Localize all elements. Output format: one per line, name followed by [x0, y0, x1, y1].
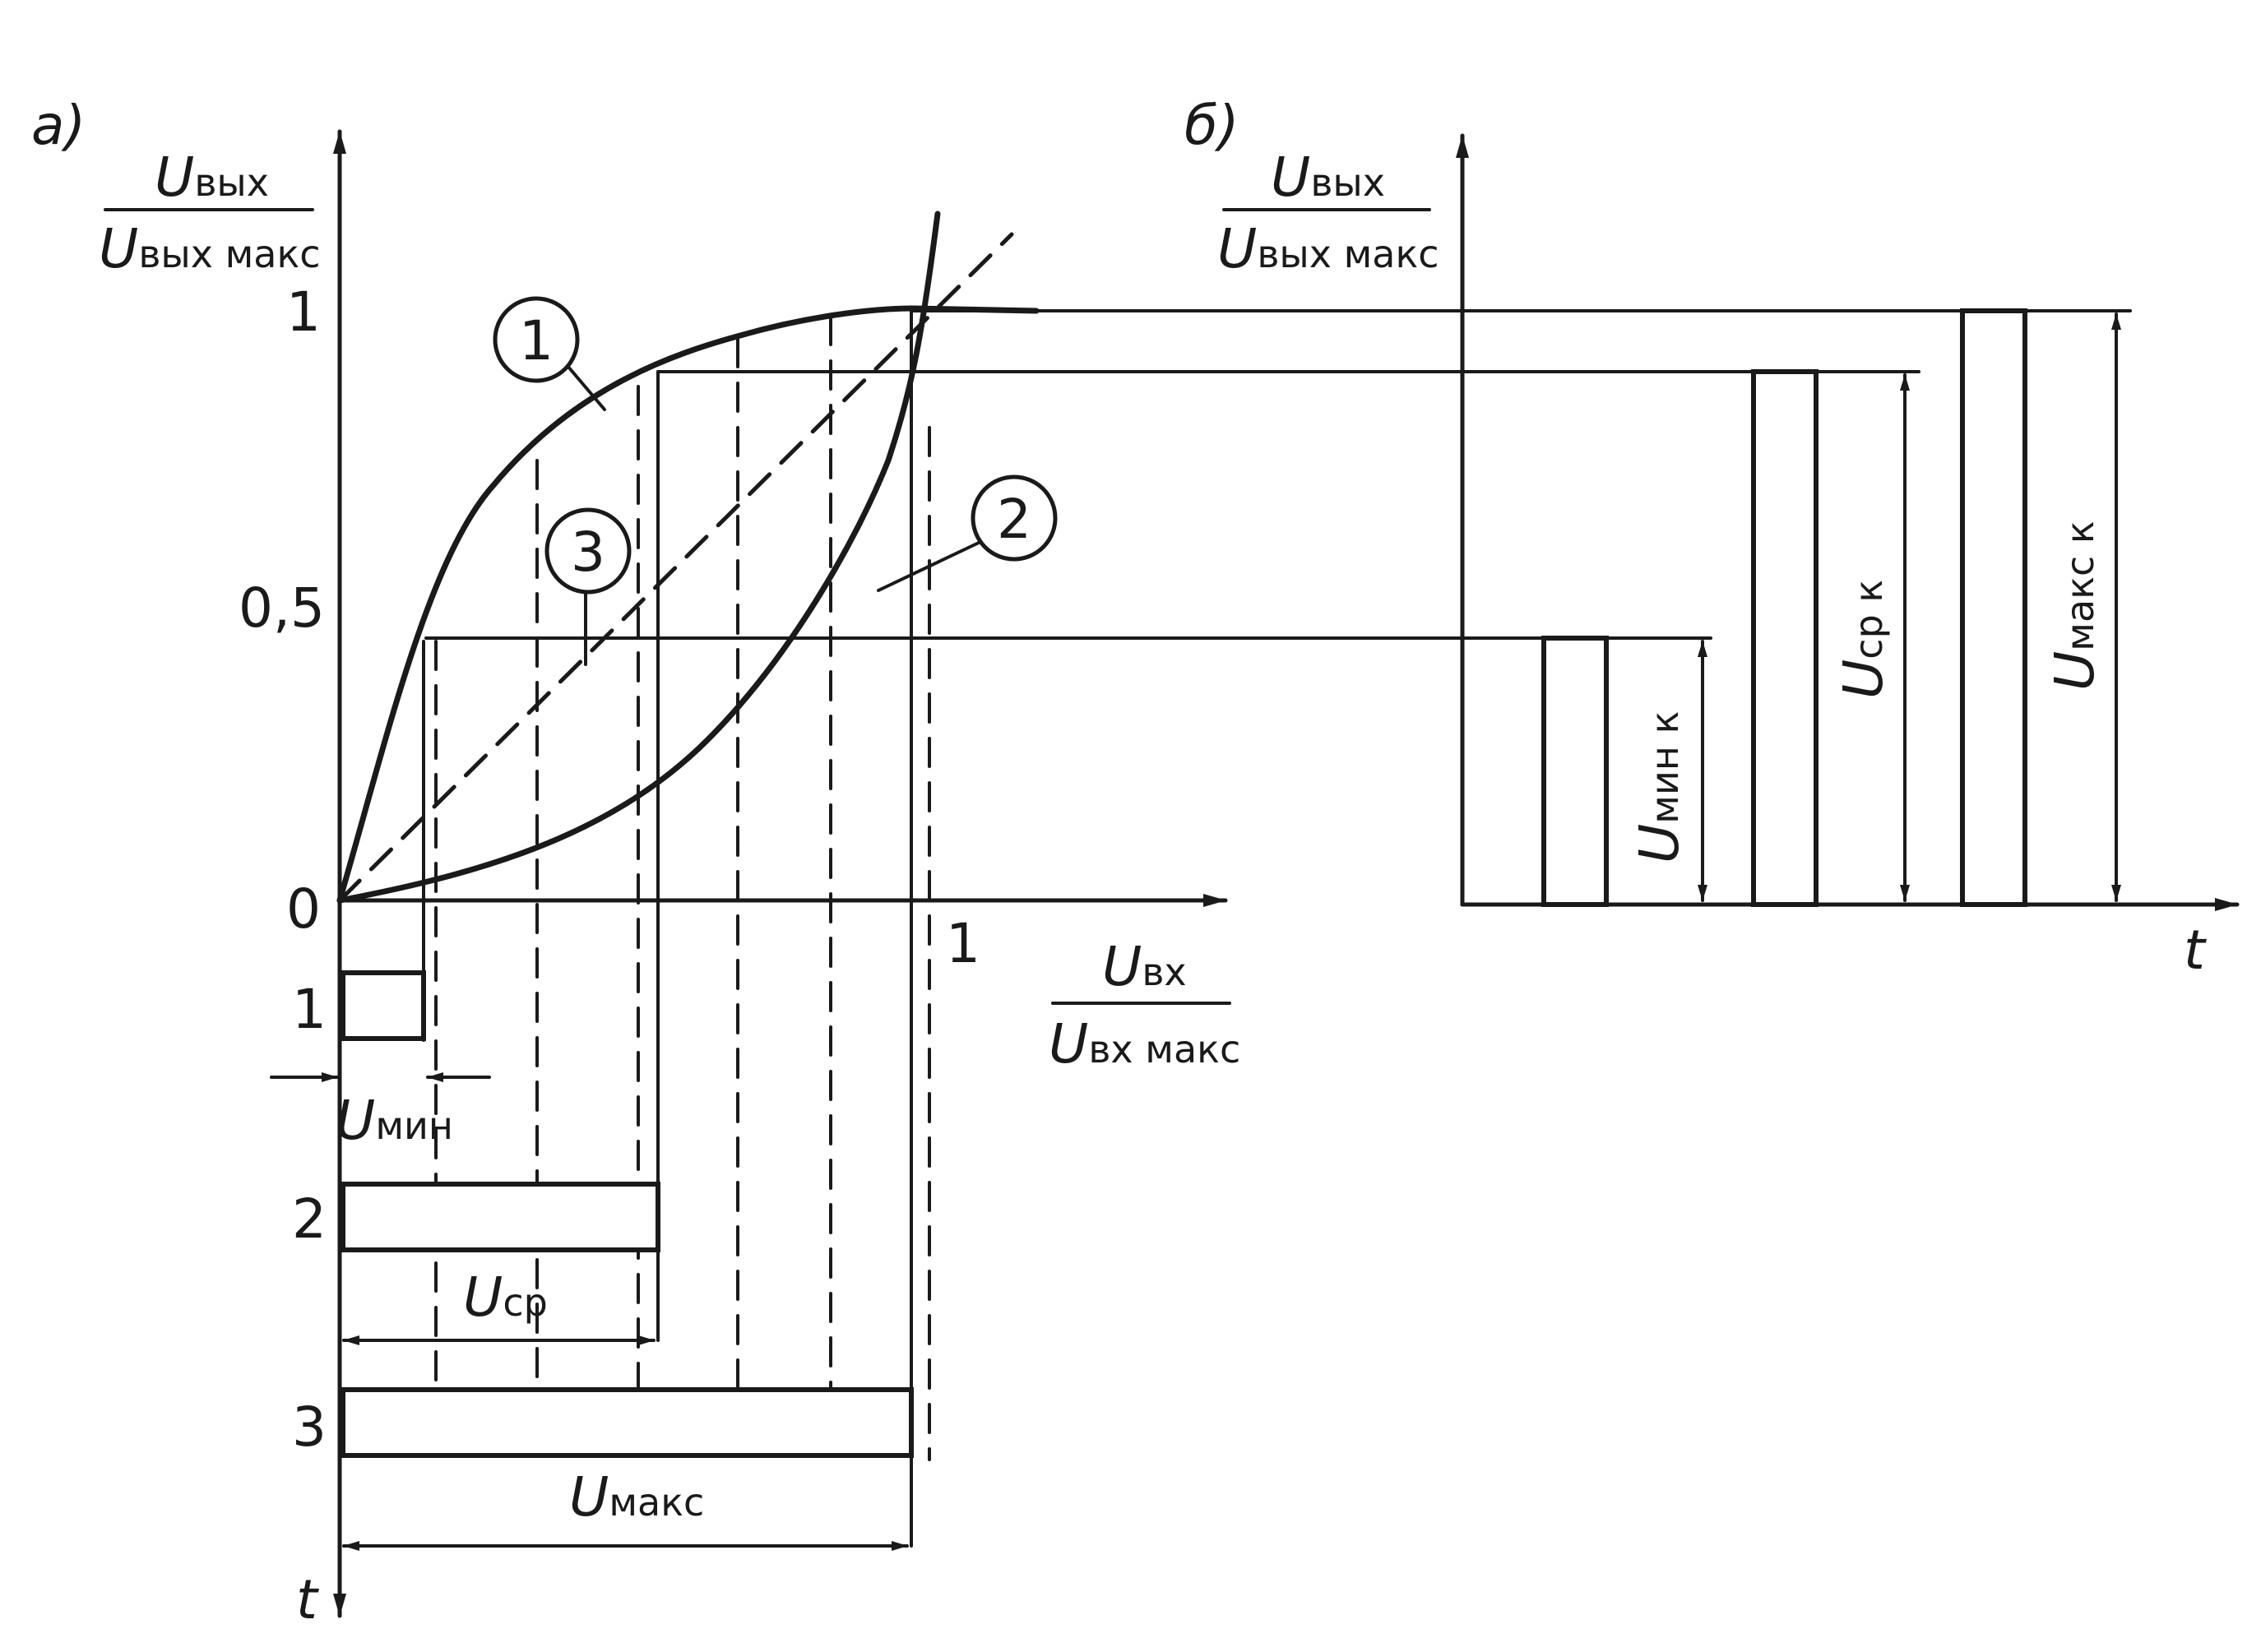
x-axis-den-symbol: U	[1049, 1012, 1088, 1076]
panel-b-label: б)	[1184, 94, 1239, 157]
umin-k-label: Uмин к	[1628, 711, 1691, 863]
curve-2	[336, 211, 941, 904]
svg-text:Uвых макс: Uвых макс	[1217, 217, 1439, 280]
curve-3-label: 3	[571, 521, 605, 584]
b-time-axis-label: t	[2184, 919, 2207, 982]
output-pulse-max	[1960, 308, 2027, 907]
usr-k-label: Uср к	[1832, 580, 1895, 699]
curve-3-linear	[337, 232, 1014, 903]
curve-1-callout: 1	[493, 296, 606, 411]
y-tick-1: 1	[286, 280, 321, 344]
time-axis-label: t	[296, 1568, 319, 1631]
curve-3-callout: 3	[544, 507, 632, 666]
curve-2-label: 2	[997, 488, 1031, 551]
curve-1	[336, 305, 1040, 904]
svg-text:Uвых: Uвых	[155, 146, 269, 209]
x-axis-den-sub: вх макс	[1088, 1027, 1240, 1071]
umin-label: Uмин	[336, 1089, 453, 1152]
panel-a-label: a)	[31, 94, 86, 157]
pulse-1-number: 1	[292, 978, 327, 1041]
curve-1-label: 1	[519, 309, 554, 373]
svg-text:Uвых макс: Uвых макс	[99, 217, 321, 280]
output-pulse-min	[1541, 636, 1609, 907]
input-pulse-1	[341, 970, 426, 1041]
curve-2-callout: 2	[877, 474, 1058, 592]
input-pulse-3	[341, 1387, 914, 1458]
panel-a: a) t Uвых Uвых макс Uвх Uвх макс	[31, 94, 2132, 1631]
usr-label: Uср	[463, 1266, 548, 1329]
input-pulse-2	[341, 1182, 660, 1252]
svg-text:Uвх: Uвх	[1102, 935, 1187, 998]
y-tick-0-5: 0,5	[239, 576, 325, 640]
output-pulse-mid	[1751, 369, 1819, 907]
y-axis-num-sub: вых	[194, 160, 269, 205]
svg-text:Uвх макс: Uвх макс	[1049, 1012, 1240, 1076]
pulse-2-number: 2	[292, 1187, 327, 1251]
x-axis-title: Uвх Uвх макс	[1049, 935, 1240, 1076]
umax-label: Uмакс	[569, 1465, 704, 1529]
svg-text:Uвых: Uвых	[1271, 146, 1385, 209]
y-tick-0: 0	[286, 877, 321, 941]
y-axis-num-symbol: U	[155, 146, 194, 209]
panel-b: б) t Uвых Uвых макс Uмин к Uср к	[1184, 94, 2240, 982]
pulse-3-number: 3	[292, 1395, 327, 1459]
y-axis-title: Uвых Uвых макс	[99, 146, 321, 280]
b-y-axis-title: Uвых Uвых макс	[1217, 146, 1439, 280]
x-axis-num-sub: вх	[1142, 950, 1186, 994]
umax-k-label: Uмакс к	[2043, 521, 2106, 691]
x-tick-1: 1	[946, 912, 980, 975]
x-axis-num-symbol: U	[1102, 935, 1142, 998]
y-axis-den-sub: вых макс	[138, 232, 320, 276]
y-axis-den-symbol: U	[99, 217, 138, 280]
